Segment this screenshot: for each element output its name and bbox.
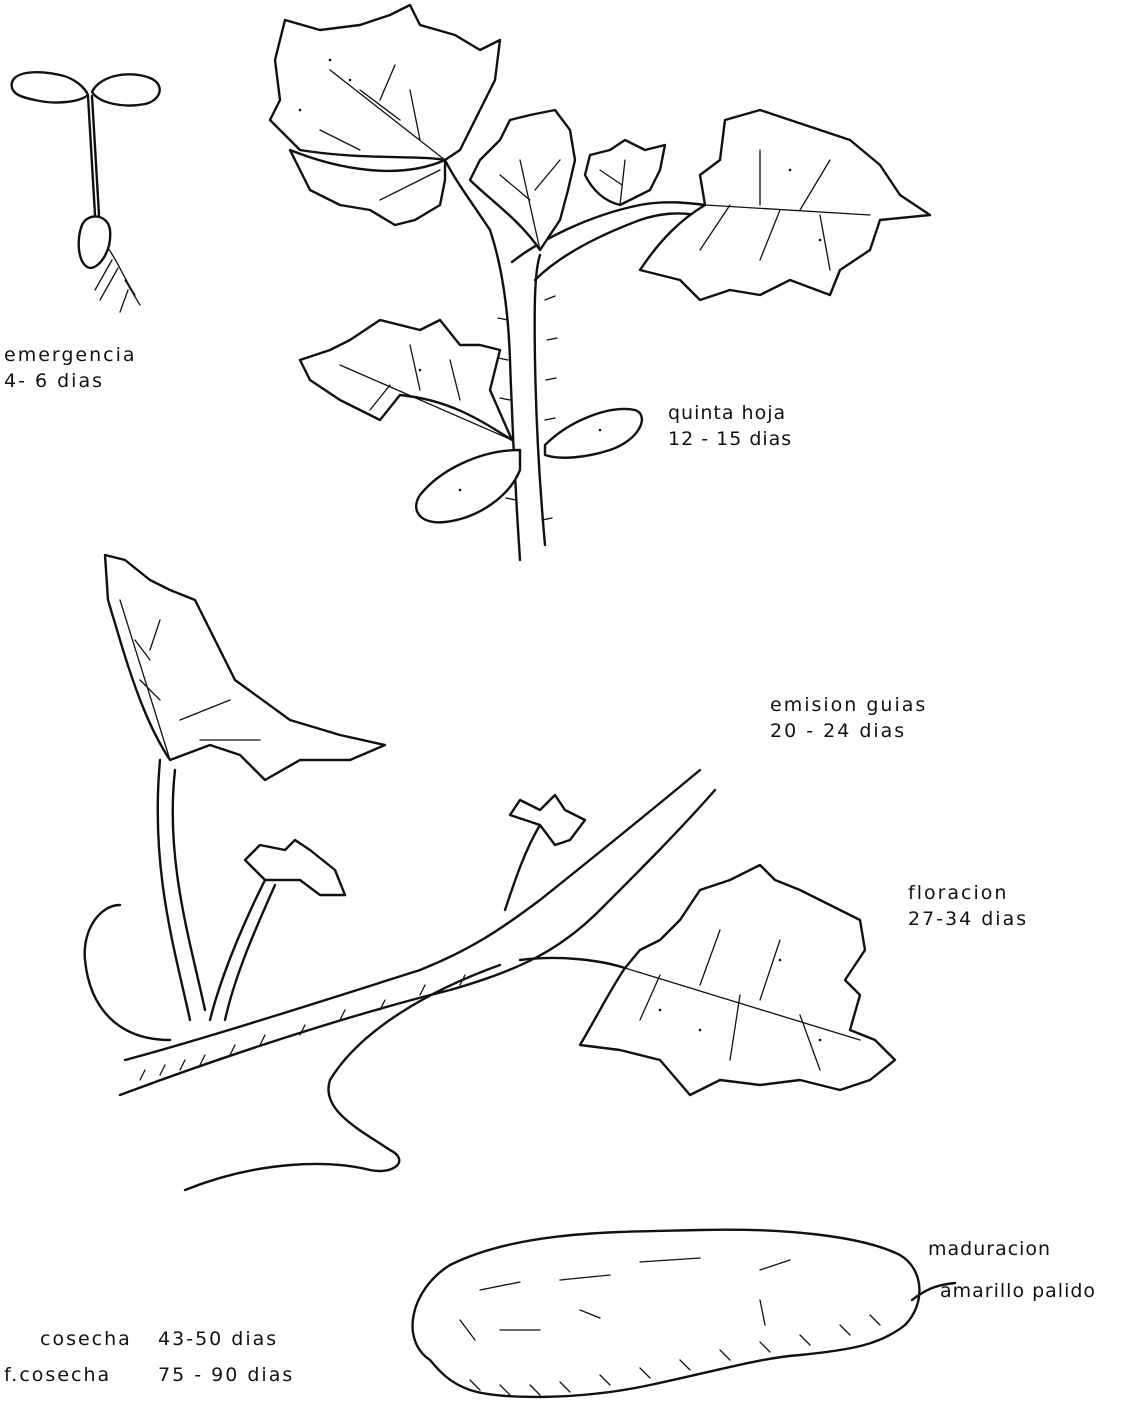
- fifth-leaf-plant-drawing: [270, 5, 930, 560]
- label-amarillo-palido: amarillo palido: [940, 1278, 1096, 1304]
- cosecha-days: 43-50 dias: [158, 1326, 278, 1352]
- fin-cosecha-name: f.cosecha: [4, 1362, 150, 1388]
- maduracion-color: amarillo palido: [940, 1278, 1096, 1304]
- maduracion-name: maduracion: [928, 1236, 1051, 1262]
- quinta-hoja-name: quinta hoja: [668, 400, 792, 426]
- emergencia-days: 4- 6 dias: [4, 368, 137, 394]
- label-emision-guias: emision guias 20 - 24 dias: [770, 692, 927, 744]
- label-fin-cosecha: f.cosecha 75 - 90 dias: [4, 1362, 294, 1388]
- label-emergencia: emergencia 4- 6 dias: [4, 342, 137, 394]
- vine-with-flowers-drawing: [85, 555, 895, 1190]
- cucumber-drawing: [413, 1230, 955, 1397]
- label-quinta-hoja: quinta hoja 12 - 15 dias: [668, 400, 792, 452]
- floracion-days: 27-34 dias: [908, 906, 1028, 932]
- cosecha-name: cosecha: [40, 1326, 150, 1352]
- fin-cosecha-days: 75 - 90 dias: [158, 1362, 294, 1388]
- label-maduracion: maduracion: [928, 1236, 1051, 1262]
- emergencia-name: emergencia: [4, 342, 137, 368]
- label-floracion: floracion 27-34 dias: [908, 880, 1028, 932]
- floracion-name: floracion: [908, 880, 1028, 906]
- emision-guias-days: 20 - 24 dias: [770, 718, 927, 744]
- quinta-hoja-days: 12 - 15 dias: [668, 426, 792, 452]
- emision-guias-name: emision guias: [770, 692, 927, 718]
- seedling-drawing: [12, 72, 160, 312]
- label-cosecha: cosecha 43-50 dias: [40, 1326, 278, 1352]
